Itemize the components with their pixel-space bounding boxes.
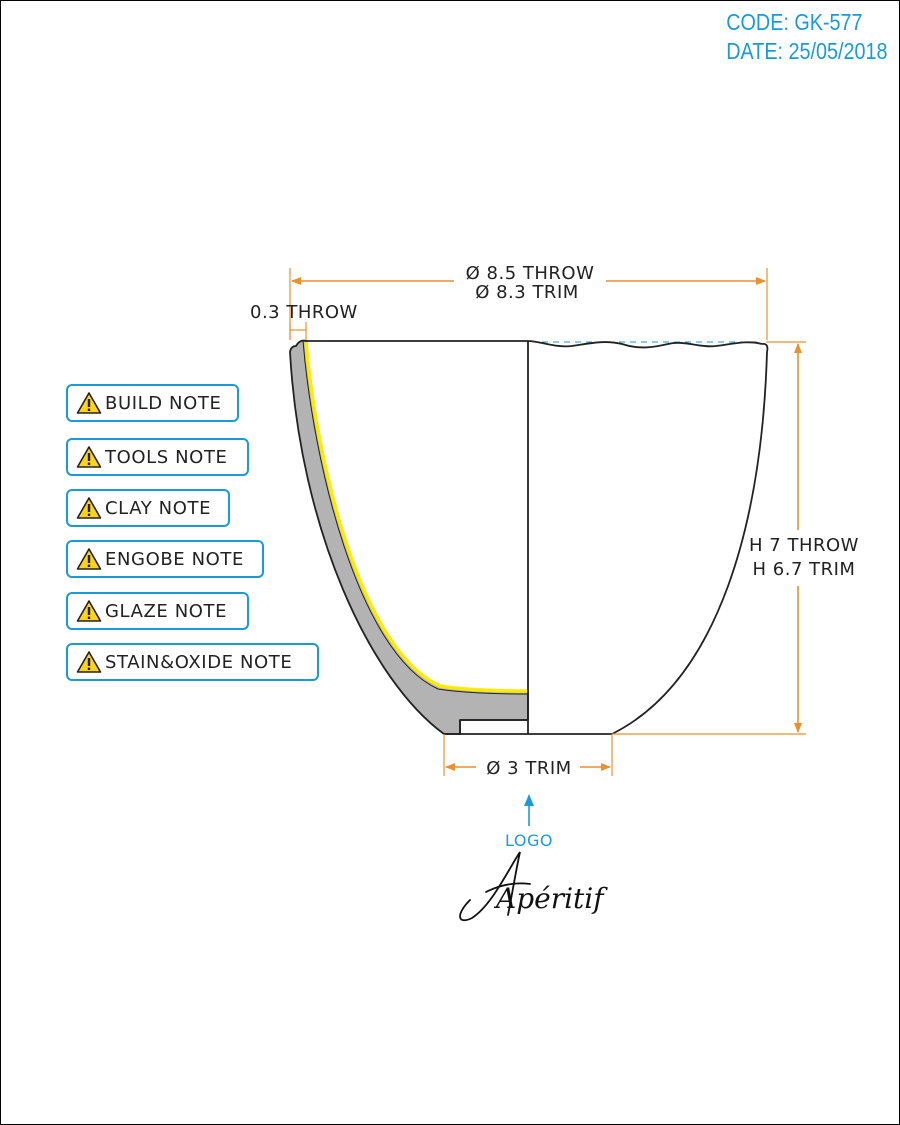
logo-label: LOGO bbox=[505, 831, 553, 850]
clay-note-button[interactable]: CLAY NOTE bbox=[66, 489, 230, 527]
wall-throw-label: 0.3 THROW bbox=[250, 302, 358, 323]
stain-oxide-note-button[interactable]: STAIN&OXIDE NOTE bbox=[66, 643, 319, 681]
note-label: TOOLS NOTE bbox=[105, 446, 228, 468]
date-label: DATE: 25/05/2018 bbox=[726, 38, 888, 64]
height-dimension: H 7 THROW H 6.7 TRIM bbox=[612, 341, 859, 735]
header-info: CODE: GK-577 DATE: 25/05/2018 bbox=[727, 8, 888, 66]
base-trim-label: Ø 3 TRIM bbox=[486, 758, 571, 779]
note-label: STAIN&OXIDE NOTE bbox=[105, 651, 293, 673]
logo-text: Apéritif bbox=[493, 882, 608, 915]
glaze-note-button[interactable]: GLAZE NOTE bbox=[66, 592, 249, 630]
bowl-cross-section bbox=[289, 339, 529, 735]
diameter-throw-label: Ø 8.5 THROW bbox=[466, 263, 595, 284]
code-label: CODE: GK-577 bbox=[726, 9, 864, 35]
engobe-note-button[interactable]: ENGOBE NOTE bbox=[66, 540, 264, 578]
bowl-wall-section bbox=[289, 339, 529, 735]
note-label: GLAZE NOTE bbox=[105, 600, 228, 622]
warning-icon bbox=[76, 600, 102, 622]
foot-ring bbox=[459, 719, 528, 734]
glaze-line bbox=[304, 341, 529, 693]
warning-icon bbox=[76, 497, 102, 519]
aperitif-logo: Apéritif bbox=[459, 851, 608, 922]
build-note-button[interactable]: BUILD NOTE bbox=[66, 384, 239, 422]
height-trim-label: H 6.7 TRIM bbox=[753, 559, 856, 580]
base-diameter-dimension: Ø 3 TRIM bbox=[443, 734, 613, 779]
note-label: BUILD NOTE bbox=[105, 392, 222, 414]
warning-icon bbox=[76, 548, 102, 570]
wall-thickness-dimension: 0.3 THROW bbox=[250, 302, 358, 340]
wavy-rim bbox=[527, 340, 763, 349]
note-label: CLAY NOTE bbox=[105, 497, 212, 519]
logo-marker: LOGO bbox=[505, 794, 553, 850]
warning-icon bbox=[76, 651, 102, 673]
warning-icon bbox=[76, 392, 102, 414]
outer-profile bbox=[611, 343, 769, 735]
note-label: ENGOBE NOTE bbox=[105, 548, 244, 570]
bowl-elevation bbox=[527, 340, 769, 735]
glaze-line-outline bbox=[302, 340, 529, 695]
warning-icon bbox=[76, 446, 102, 468]
top-diameter-dimension: Ø 8.5 THROW Ø 8.3 TRIM bbox=[289, 263, 768, 340]
height-throw-label: H 7 THROW bbox=[749, 535, 859, 556]
diameter-trim-label: Ø 8.3 TRIM bbox=[475, 282, 579, 303]
tools-note-button[interactable]: TOOLS NOTE bbox=[66, 438, 249, 476]
